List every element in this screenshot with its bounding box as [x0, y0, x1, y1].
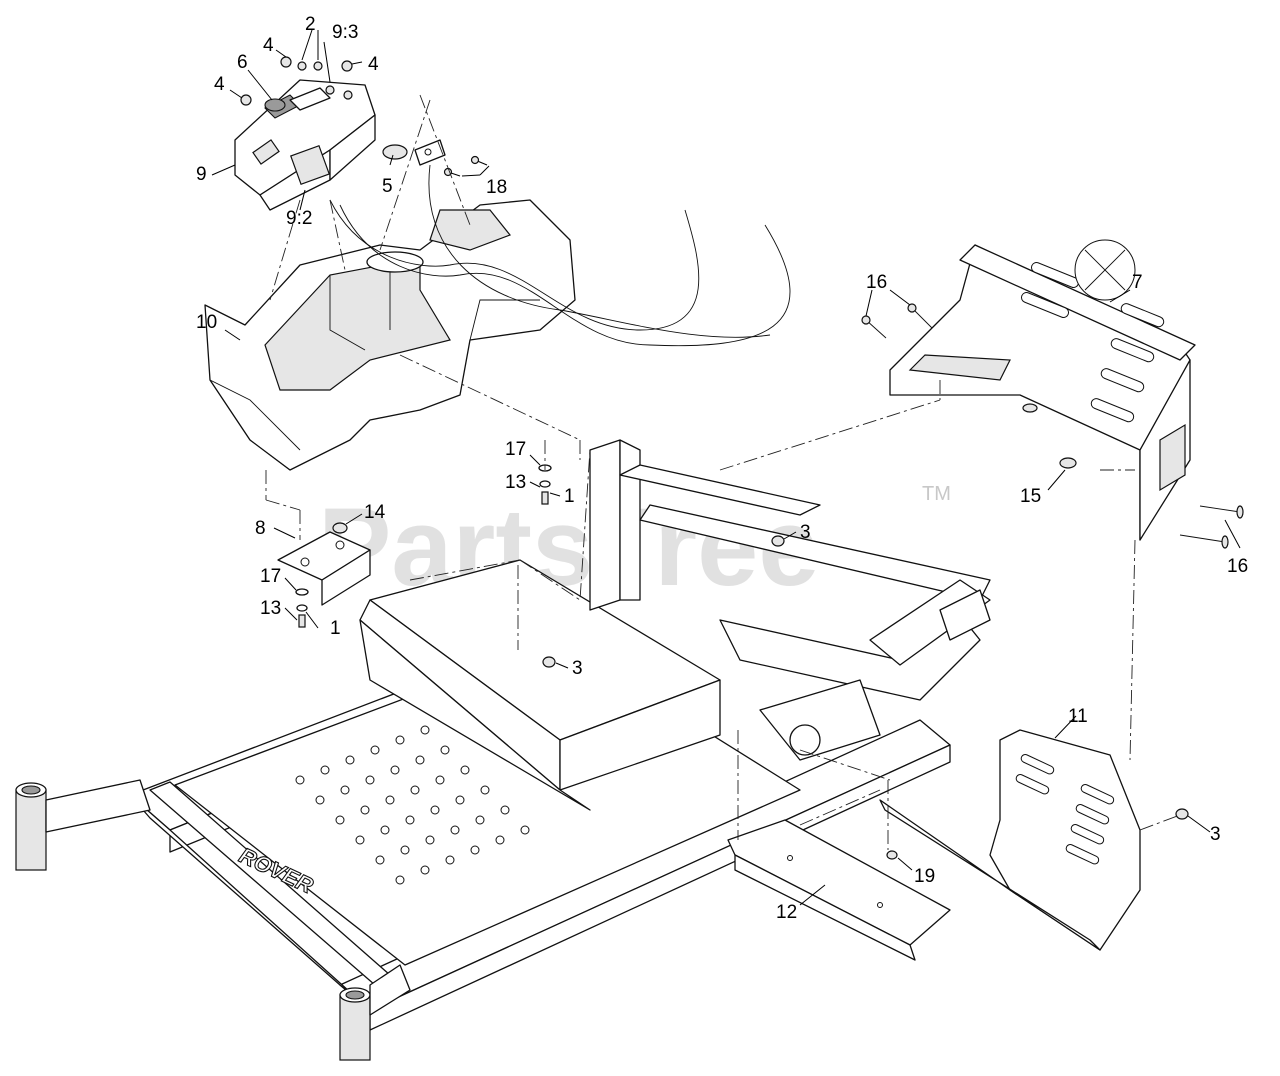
callout-15: 15	[1020, 486, 1041, 507]
callout-12: 12	[776, 902, 797, 923]
callout-4-top: 4	[263, 35, 274, 56]
callout-10: 10	[196, 312, 217, 333]
callout-4-left: 4	[214, 74, 225, 95]
callout-18: 18	[486, 177, 507, 198]
callout-2: 2	[305, 14, 316, 35]
callout-13-lower: 13	[260, 598, 281, 619]
floor-plate-holes	[295, 725, 530, 885]
support-slots	[1015, 754, 1115, 865]
callout-16-right: 16	[1227, 556, 1248, 577]
watermark-trademark: TM	[922, 483, 951, 505]
callout-3-frame: 3	[800, 522, 811, 543]
fuel-tank-body	[204, 199, 576, 471]
callout-7: 7	[1132, 272, 1143, 293]
mounting-plate	[727, 819, 951, 961]
callout-1-lower: 1	[330, 618, 341, 639]
callout-6: 6	[237, 52, 248, 73]
callout-3-center: 3	[572, 658, 583, 679]
seat-plate-slots	[1020, 239, 1165, 423]
callout-5: 5	[382, 176, 393, 197]
callout-9: 9	[196, 164, 207, 185]
left-caster-mount	[15, 779, 151, 871]
wire-harness	[329, 164, 791, 347]
callout-17-lower: 17	[260, 566, 281, 587]
callout-8: 8	[255, 518, 266, 539]
mower-frame: ROVER	[15, 439, 991, 1061]
callout-11: 11	[1068, 706, 1088, 727]
callout-17-upper: 17	[505, 439, 526, 460]
right-caster-mount	[339, 964, 411, 1061]
callout-9-2: 9:2	[286, 208, 312, 229]
callout-13-upper: 13	[505, 472, 526, 493]
seat-plate	[889, 239, 1196, 541]
callout-14: 14	[364, 502, 386, 523]
hardware	[240, 56, 1244, 860]
seat-support-bracket	[879, 729, 1141, 951]
panel-bracket	[277, 531, 371, 606]
callout-labels: 2 9:3 4 4 4 6 9 9:2 5 18 10 7 16 16 15 1…	[196, 14, 1248, 923]
leader-lines	[211, 29, 1241, 906]
callout-16-top: 16	[866, 272, 887, 293]
callout-4-right: 4	[368, 54, 379, 75]
assembly-centerlines	[265, 94, 1181, 850]
callout-3-right: 3	[1210, 824, 1221, 845]
switch-bracket	[382, 139, 446, 166]
callout-9-3: 9:3	[332, 22, 358, 43]
callout-1-upper: 1	[564, 486, 575, 507]
callout-19: 19	[914, 866, 935, 887]
